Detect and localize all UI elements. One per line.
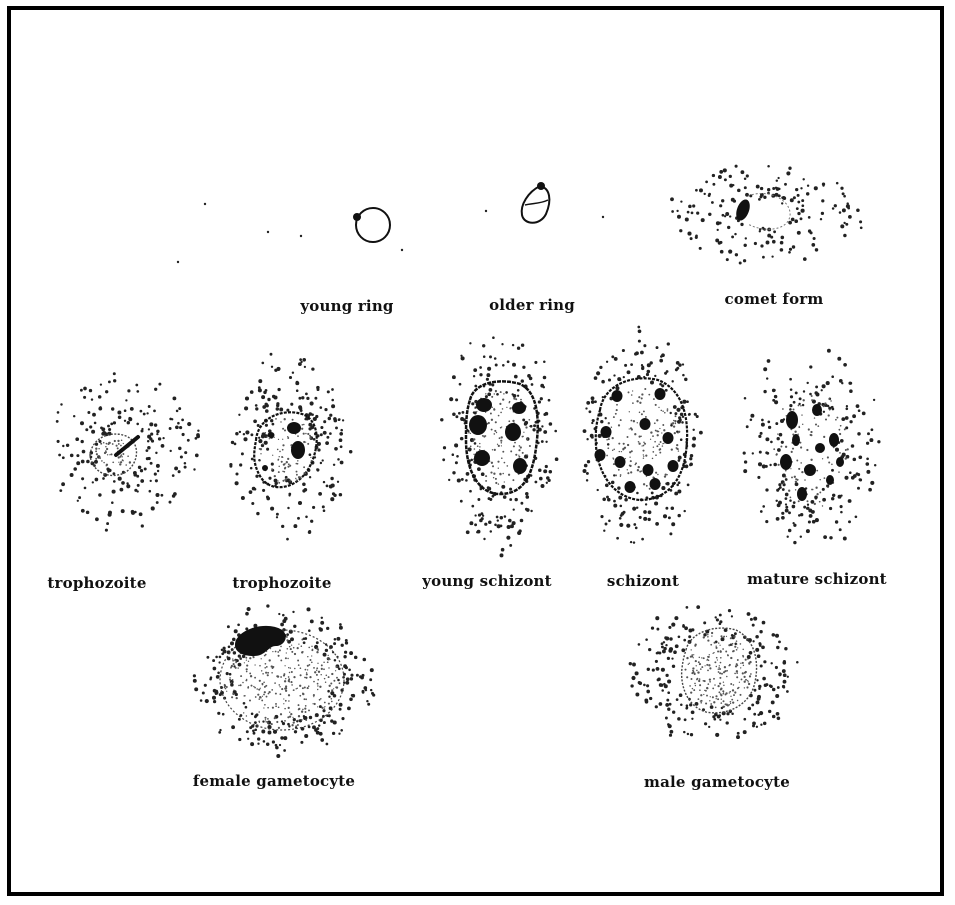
label-schizont: schizont (607, 572, 679, 590)
comet-form-cell (670, 165, 862, 265)
mature-schizont-cell (743, 349, 881, 545)
label-comet-form: comet form (725, 290, 824, 308)
young-schizont-cell (440, 336, 558, 557)
label-trophozoite-2: trophozoite (232, 574, 331, 592)
label-young-ring: young ring (300, 297, 393, 315)
trophozoite-2-cell (229, 353, 352, 541)
label-male-gametocyte: male gametocyte (644, 773, 790, 791)
label-female-gametocyte: female gametocyte (193, 772, 355, 790)
young-ring-cell (177, 203, 403, 263)
label-older-ring: older ring (489, 296, 575, 314)
older-ring-cell (485, 182, 604, 223)
trophozoite-1-cell (56, 372, 200, 531)
label-young-schizont: young schizont (422, 572, 552, 590)
female-gametocyte-cell (193, 604, 375, 758)
label-trophozoite-1: trophozoite (47, 574, 146, 592)
male-gametocyte-cell (629, 605, 799, 739)
schizont-cell (583, 326, 703, 544)
label-mature-schizont: mature schizont (747, 570, 887, 588)
